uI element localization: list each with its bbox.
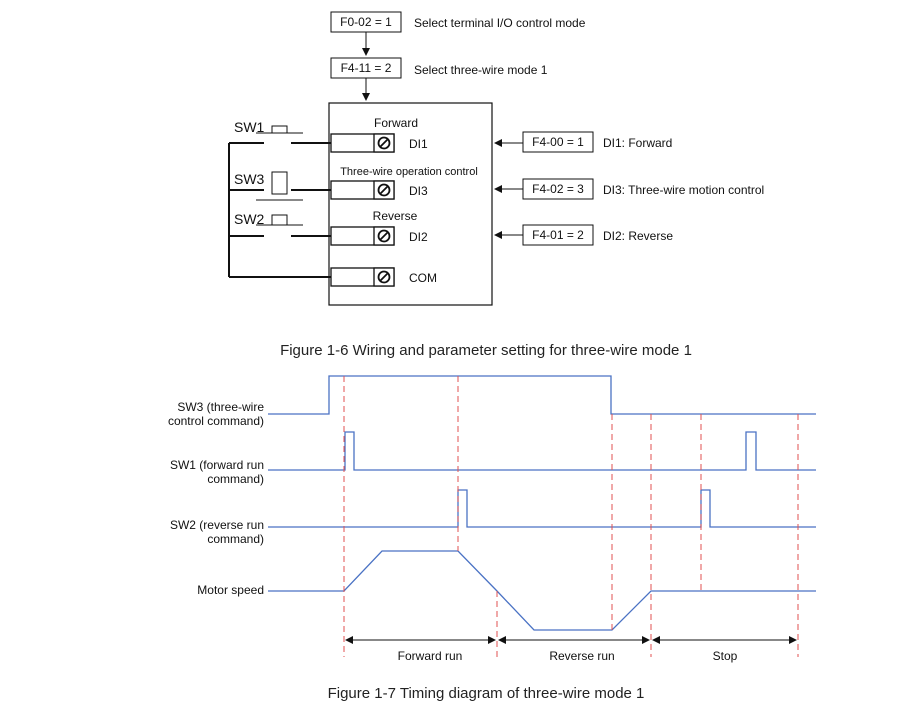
terminal-com-label: COM — [409, 271, 437, 285]
terminal-com: COM — [330, 267, 437, 287]
signal-label-sw1-line1: SW1 (forward run — [170, 458, 264, 472]
param-f4-00-desc: DI1: Forward — [603, 136, 672, 150]
param-f0-02-label: F0-02 = 1 — [340, 15, 392, 29]
group-label-reverse: Reverse — [373, 209, 418, 223]
waveform-motor-speed — [268, 550, 816, 631]
signal-label-sw2-line2: command) — [207, 532, 264, 546]
param-f4-02-label: F4-02 = 3 — [532, 182, 584, 196]
phase-label-reverse: Reverse run — [549, 649, 614, 663]
param-f4-02-desc: DI3: Three-wire motion control — [603, 183, 764, 197]
timing-diagram: SW3 (three-wire control command) SW1 (fo… — [168, 375, 816, 702]
phase-label-forward: Forward run — [398, 649, 463, 663]
waveform-sw3 — [268, 375, 816, 415]
param-f4-00: F4-00 = 1 DI1: Forward — [494, 131, 672, 153]
switch-label-sw1: SW1 — [234, 119, 265, 135]
group-label-three-wire: Three-wire operation control — [340, 166, 478, 178]
param-f4-01-desc: DI2: Reverse — [603, 229, 673, 243]
signal-label-sw1-line2: command) — [207, 472, 264, 486]
signal-label-sw2-line1: SW2 (reverse run — [170, 518, 264, 532]
terminal-di3: DI3 — [330, 180, 428, 200]
screw-icon — [377, 270, 391, 284]
terminal-di3-label: DI3 — [409, 184, 428, 198]
param-f4-02: F4-02 = 3 DI3: Three-wire motion control — [494, 178, 764, 200]
screw-icon — [377, 229, 391, 243]
switch-wiring — [228, 125, 331, 278]
waveform-sw1 — [268, 431, 816, 471]
param-f0-02-desc: Select terminal I/O control mode — [414, 16, 586, 30]
figure-caption-1-6: Figure 1-6 Wiring and parameter setting … — [280, 342, 692, 359]
waveform-sw2 — [268, 489, 816, 528]
event-markers — [343, 376, 799, 657]
phase-label-stop: Stop — [713, 649, 738, 663]
param-f4-01-label: F4-01 = 2 — [532, 228, 584, 242]
param-f4-01: F4-01 = 2 DI2: Reverse — [494, 224, 673, 246]
figure-caption-1-7: Figure 1-7 Timing diagram of three-wire … — [328, 685, 645, 702]
switch-label-sw3: SW3 — [234, 171, 265, 187]
terminal-di2: DI2 — [330, 226, 428, 246]
drive-terminal-block — [328, 102, 493, 306]
param-f4-11-desc: Select three-wire mode 1 — [414, 63, 548, 77]
signal-label-sw3-line2: control command) — [168, 414, 264, 428]
param-f4-11-label: F4-11 = 2 — [341, 61, 392, 75]
group-label-forward: Forward — [374, 116, 418, 130]
terminal-di1-label: DI1 — [409, 137, 428, 151]
switch-label-sw2: SW2 — [234, 211, 265, 227]
param-f4-00-label: F4-00 = 1 — [532, 135, 584, 149]
terminal-di1: DI1 — [330, 133, 428, 153]
screw-icon — [377, 136, 391, 150]
signal-label-motor-speed: Motor speed — [197, 583, 264, 597]
terminal-di2-label: DI2 — [409, 230, 428, 244]
signal-label-sw3-line1: SW3 (three-wire — [177, 400, 264, 414]
wiring-diagram: F0-02 = 1 Select terminal I/O control mo… — [228, 11, 764, 359]
screw-icon — [377, 183, 391, 197]
